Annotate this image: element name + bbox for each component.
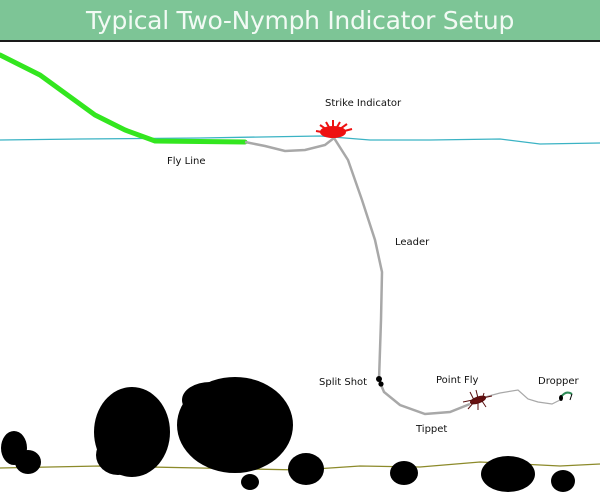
strike-indicator-icon [315, 120, 353, 138]
dropper-fly-icon [559, 391, 573, 401]
water-surface [0, 135, 600, 145]
split-shot-icon [376, 376, 384, 387]
dropper-label: Dropper [538, 376, 579, 387]
split-shot-label: Split Shot [319, 377, 368, 388]
fly-line [0, 52, 248, 145]
tippet-label: Tippet [416, 424, 448, 435]
leader-line [244, 136, 471, 416]
title-banner: Typical Two-Nymph Indicator Setup [0, 0, 600, 42]
fly-line-label: Fly Line [167, 156, 206, 167]
point-fly-icon [462, 389, 493, 410]
riverbed-rocks [1, 377, 575, 492]
leader-label: Leader [395, 237, 430, 248]
strike-indicator-label: Strike Indicator [325, 98, 402, 109]
point-fly-label: Point Fly [436, 375, 479, 386]
diagram-title: Typical Two-Nymph Indicator Setup [85, 5, 515, 35]
dropper-tippet [484, 389, 561, 405]
